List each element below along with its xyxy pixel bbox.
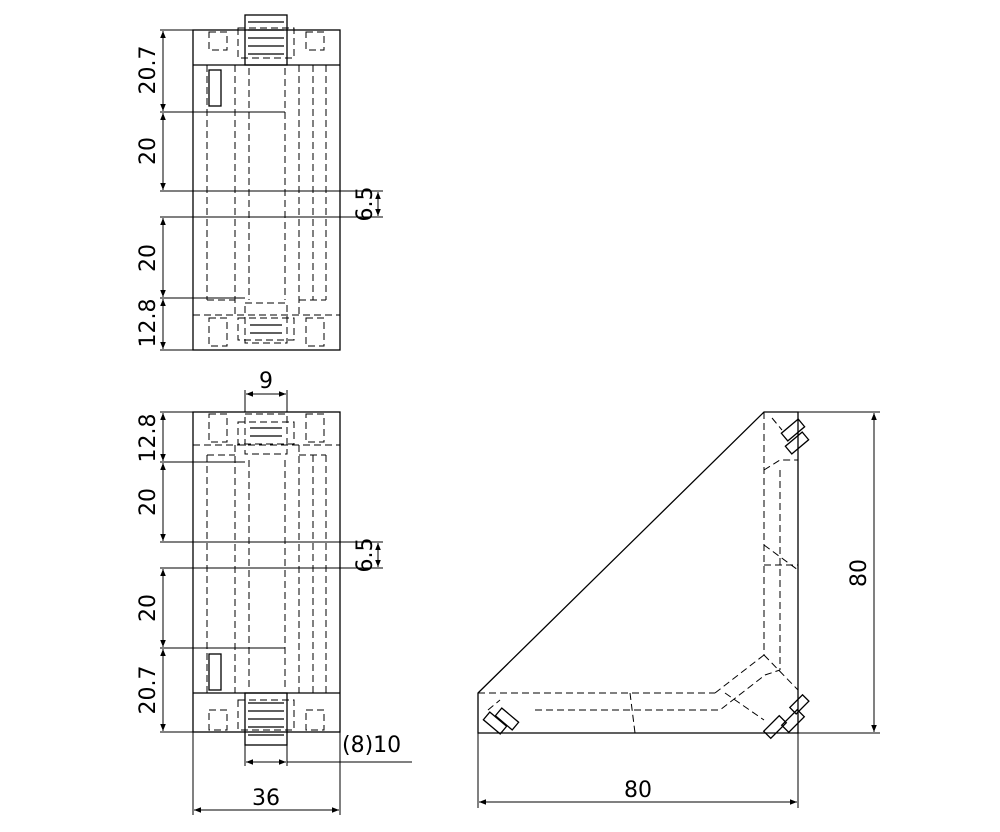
front-dim-label-6-5: 6.5 (353, 538, 378, 573)
front-dim-label-9: 9 (259, 369, 273, 394)
top-dim-label-4: 20 (136, 244, 161, 272)
top-dim-label-2: 20 (136, 137, 161, 165)
slot-mark-bottom-left (482, 699, 520, 735)
front-dim-label-8-10: (8)10 (342, 733, 401, 758)
slot-mark-top-right (771, 417, 810, 455)
side-dim-label-width: 80 (624, 778, 652, 803)
front-dim-label-20-7: 20.7 (136, 666, 161, 715)
top-dim-label-3: 6.5 (353, 187, 378, 222)
front-dim-label-12-8: 12.8 (136, 414, 161, 463)
side-dim-label-height: 80 (847, 559, 872, 587)
slot-mark-bottom-right (762, 693, 810, 740)
top-dim-label-1: 20.7 (136, 46, 161, 95)
side-view: 80 80 (477, 411, 880, 808)
front-dim-label-20a: 20 (136, 488, 161, 516)
front-dim-label-36: 36 (252, 786, 280, 811)
top-dim-label-5: 12.8 (136, 299, 161, 348)
front-dim-label-20b: 20 (136, 594, 161, 622)
top-view: 20.7 20 6.5 20 12.8 (136, 14, 383, 351)
front-view: 9 12.8 20 6.5 20 20.7 (8)10 36 (136, 369, 412, 815)
